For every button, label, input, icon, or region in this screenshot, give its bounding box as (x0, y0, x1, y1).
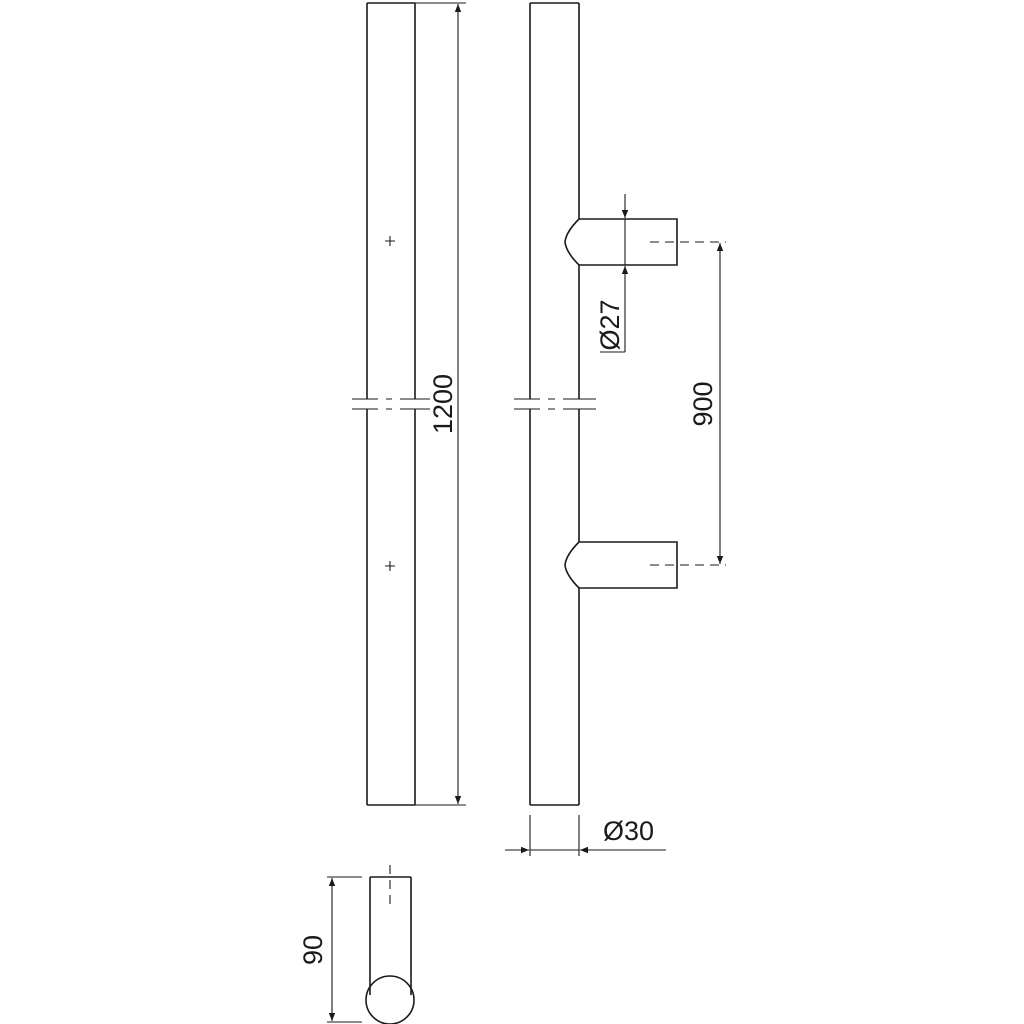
mounting-point-cross (385, 236, 395, 246)
break-line (514, 398, 596, 410)
dimension-label-90: 90 (298, 935, 328, 965)
bar-cross-section (365, 975, 415, 1024)
dimension-label-30: Ø30 (603, 816, 654, 846)
dimension-label-27: Ø27 (595, 299, 625, 350)
dimension-overall-length: 1200 (415, 2, 466, 806)
dimension-standoff-diameter: Ø27 (595, 194, 629, 353)
front-view-bar (352, 2, 430, 806)
break-line (352, 398, 430, 410)
end-view: 90 (298, 865, 415, 1024)
dimension-bar-diameter: Ø30 (505, 815, 666, 856)
dimension-center-distance: 900 (650, 241, 726, 566)
dimension-label-1200: 1200 (428, 374, 458, 434)
side-view-bar (514, 2, 678, 806)
upper-standoff (564, 218, 678, 266)
dimension-label-900: 900 (688, 381, 718, 426)
mounting-point-cross (385, 561, 395, 571)
lower-standoff (564, 541, 678, 589)
